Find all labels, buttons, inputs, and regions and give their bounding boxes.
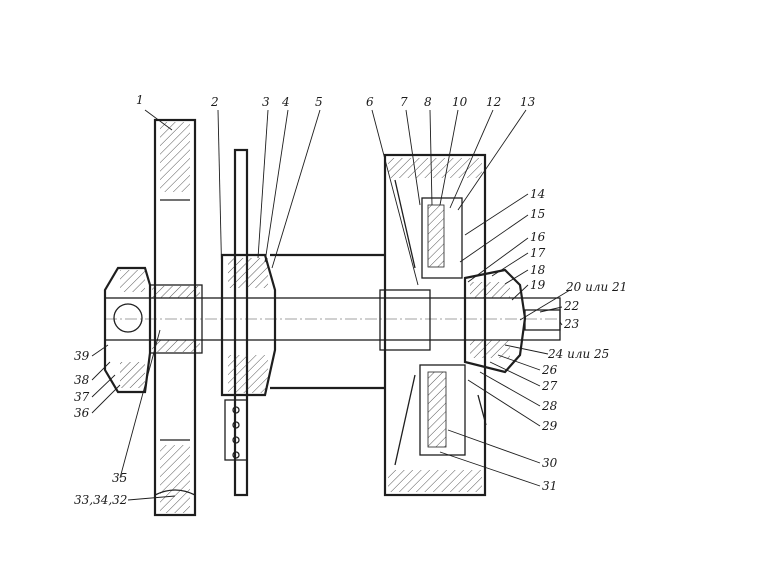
label-8: 8 <box>424 95 432 109</box>
middle-hub <box>220 148 277 497</box>
label-3: 3 <box>262 95 270 109</box>
leader-lines <box>91 109 571 501</box>
label-23: 23 <box>563 317 580 331</box>
label-2: 2 <box>210 95 219 109</box>
label-30: 30 <box>542 456 558 470</box>
label-10: 10 <box>452 95 468 109</box>
label-24-25: 24 или 25 <box>547 347 609 361</box>
label-13: 13 <box>520 95 536 109</box>
label-29: 29 <box>541 419 558 433</box>
label-5: 5 <box>315 95 323 109</box>
label-16: 16 <box>530 230 546 244</box>
left-pulley <box>149 118 203 517</box>
right-end-cap <box>463 268 561 426</box>
label-20-21: 20 или 21 <box>565 280 627 294</box>
label-17: 17 <box>530 246 546 260</box>
label-36: 36 <box>74 406 90 420</box>
left-end-cap <box>103 266 152 394</box>
label-22: 22 <box>563 299 579 313</box>
drum-sleeve <box>270 253 386 390</box>
label-31: 31 <box>542 479 557 493</box>
label-14: 14 <box>530 187 545 201</box>
label-18: 18 <box>530 263 546 277</box>
clutch-housing <box>379 153 487 497</box>
label-38: 38 <box>74 373 90 387</box>
label-7: 7 <box>400 95 408 109</box>
label-1: 1 <box>136 93 144 107</box>
label-15: 15 <box>530 207 545 221</box>
label-28: 28 <box>541 399 558 413</box>
label-19: 19 <box>530 278 546 292</box>
main-shaft <box>104 297 561 341</box>
label-26: 26 <box>541 363 558 377</box>
callout-labels: 1 2 3 4 5 6 7 8 10 12 13 14 15 16 17 18 … <box>74 93 627 507</box>
label-37: 37 <box>74 390 90 404</box>
label-39: 39 <box>74 349 90 363</box>
label-6: 6 <box>366 95 374 109</box>
label-35: 35 <box>112 471 127 485</box>
label-32-34: 33,34,32 <box>74 493 127 507</box>
label-12: 12 <box>486 95 501 109</box>
label-4: 4 <box>281 95 290 109</box>
label-27: 27 <box>541 379 558 393</box>
